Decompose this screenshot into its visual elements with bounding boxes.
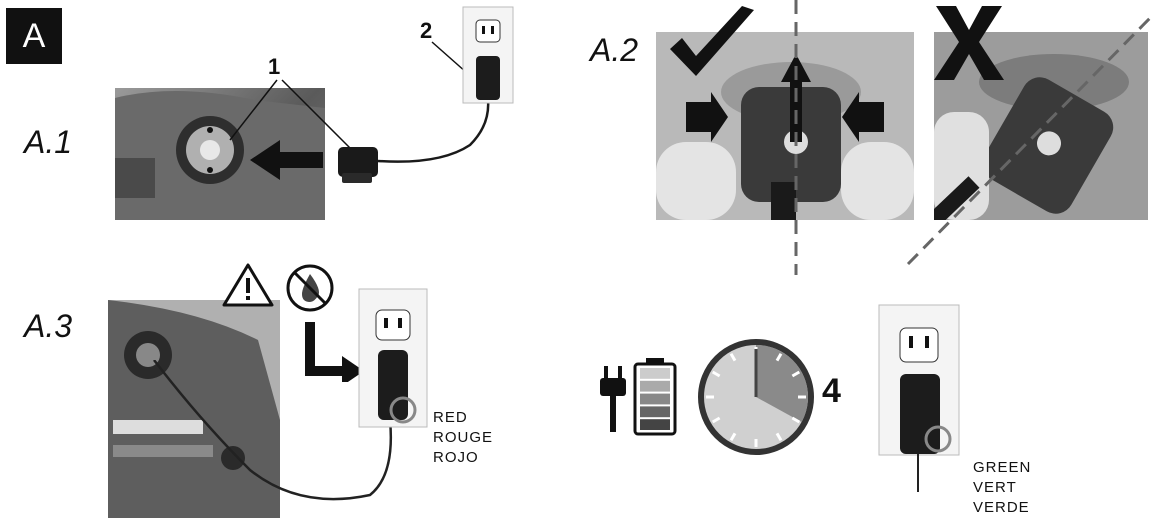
clock-ticks	[706, 347, 806, 447]
a2-wrong-drawing	[934, 54, 1129, 220]
red-led-labels: RED ROUGE ROJO	[433, 408, 493, 468]
battery-level-1	[640, 419, 670, 430]
callout-1: 1	[268, 54, 281, 79]
a3-plug-arrow	[305, 322, 364, 382]
divider-dashed-vertical	[794, 0, 798, 275]
green-label-en: GREEN	[973, 459, 1032, 476]
clock-tick	[729, 432, 737, 442]
battery-level-3	[640, 393, 670, 405]
step-label-a3: A.3	[24, 308, 73, 344]
section-badge: A	[6, 8, 62, 64]
x-icon	[934, 6, 1004, 80]
green-led-labels: GREEN VERT VERDE	[973, 458, 1031, 518]
no-water-icon	[286, 264, 334, 312]
a3-wall-outlet	[358, 288, 428, 428]
clock-tick	[729, 352, 737, 362]
callout-2: 2	[420, 18, 433, 43]
a1-unit-drawing	[115, 90, 325, 220]
clock-tick	[711, 416, 721, 424]
clock-tick	[775, 432, 783, 442]
charge-hours: 4	[822, 372, 841, 410]
a1-wall-outlet	[462, 6, 514, 104]
a2-wrong-photo	[934, 32, 1148, 220]
battery-level-4	[640, 380, 670, 392]
a1-connector-cable	[338, 99, 490, 183]
clock-icon	[698, 339, 814, 455]
red-label-es: ROJO	[433, 449, 479, 466]
battery-level-2	[640, 406, 670, 418]
step-label-a1: A.1	[24, 124, 73, 160]
green-label-es: VERDE	[973, 499, 1030, 516]
red-label-en: RED	[433, 409, 468, 426]
check-icon	[670, 6, 754, 76]
green-label-fr: VERT	[973, 479, 1017, 496]
charge-wall-outlet	[878, 304, 960, 492]
warning-icon	[222, 263, 274, 307]
clock-tick	[791, 416, 801, 424]
battery-level-5	[640, 368, 670, 379]
clock-tick	[775, 352, 783, 362]
a2-correct-photo	[656, 32, 914, 220]
a1-insert-arrow	[250, 140, 323, 180]
divider-dashed-diagonal	[906, 14, 1154, 266]
a3-cable	[153, 360, 393, 501]
clock-progress-sector	[756, 345, 808, 423]
clock-tick	[711, 370, 721, 378]
step-label-a2: A.2	[590, 32, 639, 68]
battery-icon	[633, 358, 677, 436]
red-label-fr: ROUGE	[433, 429, 494, 446]
plug-icon	[600, 366, 626, 432]
clock-tick	[791, 370, 801, 378]
